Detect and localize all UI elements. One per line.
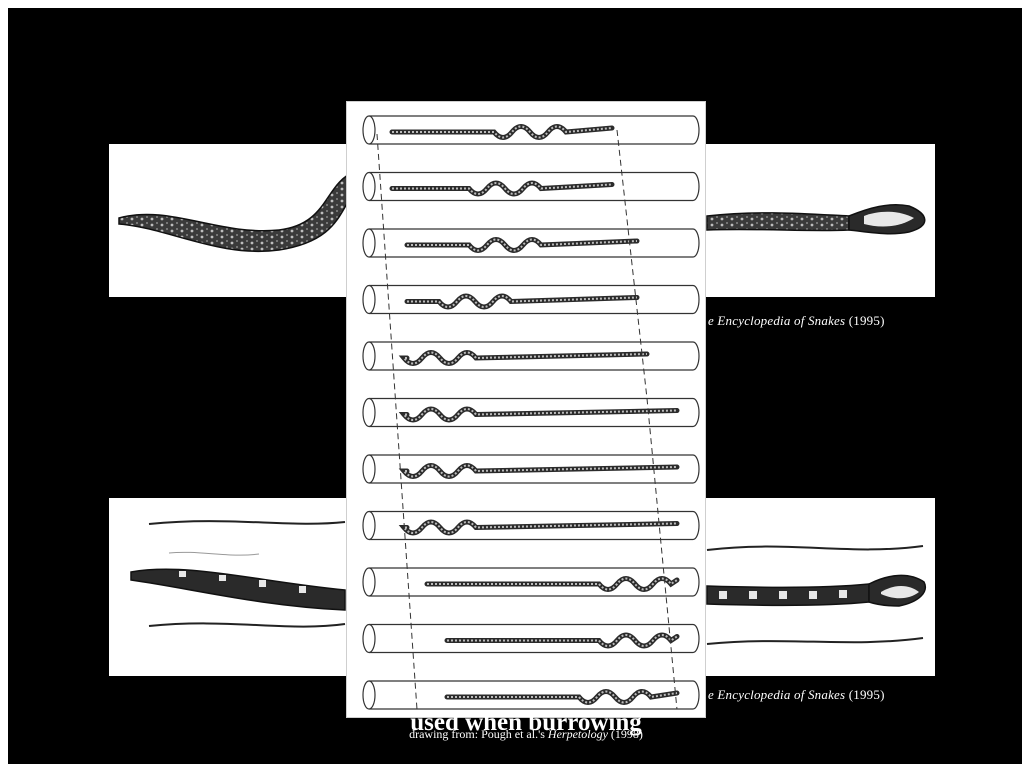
tube-frame — [363, 173, 699, 201]
tube-frame — [363, 455, 699, 483]
top-caption: e Encyclopedia of Snakes (1995) — [708, 313, 885, 329]
tube-frame — [363, 568, 699, 596]
tube-frame — [363, 681, 699, 709]
concertina-sequence-panel — [346, 101, 706, 718]
tube-frame — [363, 286, 699, 314]
head-guide-line — [617, 130, 677, 710]
concertina-tube-diagram — [347, 102, 707, 719]
bottom-caption-year: (1995) — [849, 687, 885, 702]
overlay-credit: drawing from: Pough et al.'s Herpetology… — [346, 727, 706, 742]
tube-frame — [363, 116, 699, 144]
credit-book: Herpetology — [548, 727, 608, 741]
tube-frame — [363, 512, 699, 540]
tube-frame — [363, 625, 699, 653]
top-caption-title: e Encyclopedia of Snakes — [708, 313, 845, 328]
tube-frame — [363, 342, 699, 370]
bottom-caption-title: e Encyclopedia of Snakes — [708, 687, 845, 702]
tube-frame — [363, 229, 699, 257]
slide-canvas: e Encyclopedia of Snakes (1995) e Encycl… — [8, 8, 1022, 764]
credit-year: (1998) — [611, 727, 643, 741]
credit-prefix: drawing from: Pough et al.'s — [409, 727, 545, 741]
top-caption-year: (1995) — [849, 313, 885, 328]
bottom-caption: e Encyclopedia of Snakes (1995) — [708, 687, 885, 703]
